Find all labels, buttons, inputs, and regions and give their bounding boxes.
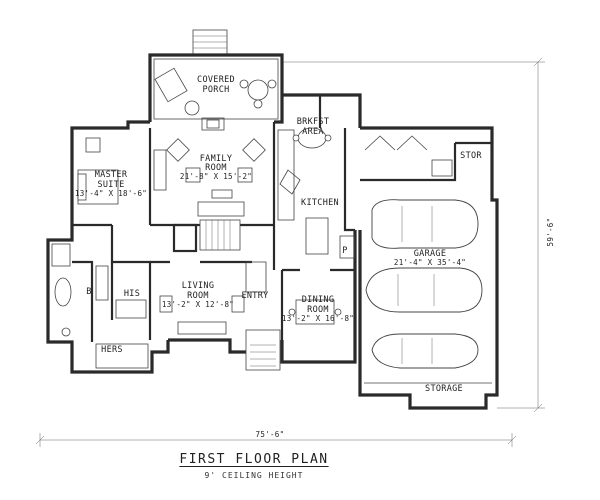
dining-room-label-1: DINING — [302, 295, 335, 305]
entry-porch — [245, 329, 281, 371]
kitchen-label: KITCHEN — [301, 198, 339, 208]
pantry-label: P — [342, 246, 347, 256]
his-closet-label: HIS — [124, 289, 140, 299]
title-block: FIRST FLOOR PLAN 9' CEILING HEIGHT — [0, 452, 508, 480]
covered-porch-walls — [148, 53, 284, 122]
living-room-label-1: LIVING — [182, 281, 215, 291]
overall-width-label: 75'-6" — [256, 430, 285, 439]
overall-depth-dimension: 59'-6" — [282, 57, 555, 413]
storage-label: STORAGE — [425, 384, 463, 394]
covered-porch-label-2: PORCH — [202, 85, 229, 95]
family-room-label-1: FAMILY — [200, 154, 233, 164]
living-room-furniture — [159, 261, 267, 335]
family-room-dimensions: 21'-8" X 15'-2" — [180, 172, 252, 181]
living-room-label-2: ROOM — [187, 291, 209, 301]
room-labels: COVERED PORCH BRKFST AREA FAMILY ROOM 21… — [75, 75, 482, 394]
covered-porch-label-1: COVERED — [197, 75, 235, 85]
house-exterior-walls — [46, 93, 362, 374]
garage-dimensions: 21'-4" X 35'-4" — [394, 258, 466, 267]
entry-label: ENTRY — [241, 291, 268, 301]
interior-walls — [72, 95, 355, 342]
overall-width-dimension: 75'-6" — [35, 430, 517, 447]
rear-steps — [192, 29, 228, 55]
dining-room-label-2: ROOM — [307, 305, 329, 315]
dining-room-dimensions: 13'-2" X 16'-8" — [282, 314, 354, 323]
garage-walls — [358, 126, 499, 410]
ceiling-height-note: 9' CEILING HEIGHT — [204, 471, 304, 480]
master-suite-label-2: SUITE — [97, 180, 124, 190]
brkfst-label-2: AREA — [302, 127, 324, 137]
brkfst-label-1: BRKFST — [297, 117, 330, 127]
bath-fixtures — [51, 243, 149, 369]
bath-label: B — [86, 287, 91, 297]
garage-label: GARAGE — [414, 249, 447, 259]
master-suite-furniture — [77, 137, 167, 205]
stor-label: STOR — [460, 151, 482, 161]
master-suite-label-1: MASTER — [95, 170, 128, 180]
family-room-furniture — [166, 117, 266, 217]
hers-closet-label: HERS — [101, 345, 123, 355]
living-room-dimensions: 13'-2" X 12'-8" — [162, 300, 234, 309]
master-suite-dimensions: 13'-4" X 18'-6" — [75, 189, 147, 198]
kitchen-fixtures — [277, 129, 355, 259]
dining-furniture — [288, 127, 342, 325]
family-room-label-2: ROOM — [205, 163, 227, 173]
overall-depth-label: 59'-6" — [546, 218, 555, 247]
plan-title: FIRST FLOOR PLAN — [179, 452, 329, 467]
